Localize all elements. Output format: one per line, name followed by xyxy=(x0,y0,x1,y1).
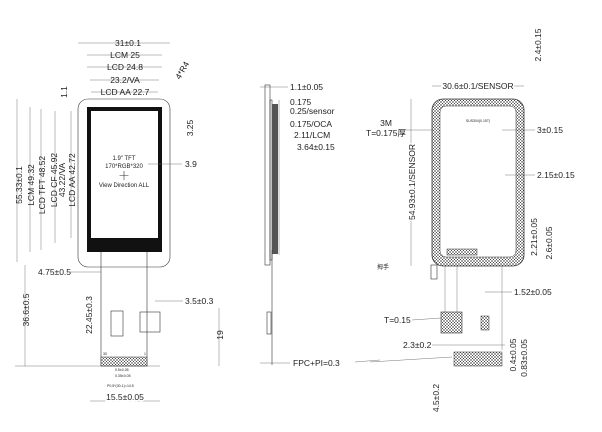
dim-width-lcm: LCM 25 xyxy=(110,50,140,60)
dim-fpc-width: 15.5±0.05 xyxy=(106,392,144,402)
tape-brand: 3M xyxy=(380,118,392,128)
pin-first: 30 xyxy=(103,352,107,356)
lcm-layer xyxy=(272,104,278,254)
view-direction: View Direction ALL xyxy=(99,183,150,189)
front-view: 31±0.1 LCM 25 LCD 24.8 23.2/VA LCD AA 22… xyxy=(14,38,225,404)
dim-height-aa: LCD AA 42.72 xyxy=(67,153,77,207)
dim-pad-b: 0.83±0.05 xyxy=(519,339,529,377)
active-area xyxy=(91,111,158,238)
fpc-thickness: FPC+PI=0.3 xyxy=(293,358,340,368)
dim-top-offset: 2.4±0.15 xyxy=(533,28,543,61)
panel-resolution: 170*RGB*320 xyxy=(105,164,143,170)
tape-thickness: T=0.175厚 xyxy=(366,128,406,138)
dim-tab-offset: 1.52±0.05 xyxy=(514,287,552,297)
dim-height-tft: LCD TFT 48.52 xyxy=(37,156,47,215)
dim-tail-length: 4.5±0.2 xyxy=(431,384,441,413)
pitch-b: 0.35±0.05 xyxy=(115,374,131,378)
cover-glass xyxy=(264,84,271,266)
stiffener-thickness: T=0.15 xyxy=(384,315,411,325)
dim-height-va: 43.22/VA xyxy=(57,163,67,198)
dim-stiffener-offset: 3.5±0.3 xyxy=(185,296,214,306)
dim-top-offset: 1.1 xyxy=(59,86,69,98)
stiffener xyxy=(139,311,161,333)
layer-5: 2.11/LCM xyxy=(294,130,330,140)
dim-width-lcd: LCD 24.8 xyxy=(107,62,143,72)
steel-plate xyxy=(439,105,517,258)
dim-inner-margin: 2.15±0.15 xyxy=(537,170,575,180)
dim-width-aa: LCD AA 22.7 xyxy=(101,87,150,97)
fpc-gold-fingers xyxy=(100,356,148,367)
dim-fpc-left: 4.75±0.5 xyxy=(38,267,71,277)
layer-1: 1.1±0.05 xyxy=(290,82,323,92)
back-view: 30.6±0.1/SENSOR 2.4±0.15 3M T=0.175厚 SUS… xyxy=(366,28,575,412)
dim-conn-offset: 2.3±0.2 xyxy=(403,340,432,350)
dim-stiffener-height: 19 xyxy=(215,330,225,340)
dim-edge-margin: 3±0.15 xyxy=(537,125,563,135)
back-gold-fingers xyxy=(453,351,503,367)
dim-width-outline: 31±0.1 xyxy=(115,38,141,48)
fpc-connector xyxy=(110,310,124,337)
dim-height-lcm: LCM 49.32 xyxy=(26,164,36,206)
dim-pad-a: 0.4±0.05 xyxy=(508,338,518,371)
dim-bottom-a: 2.21±0.05 xyxy=(529,218,539,256)
pin-last: 1 xyxy=(144,352,146,356)
pitch-a: 0.5±0.05 xyxy=(115,368,129,372)
pull-tab-label: 拇手 xyxy=(377,263,389,271)
layer-2: 0.175 xyxy=(290,97,312,107)
layer-4: 0.175/OCA xyxy=(290,119,332,129)
fpc-outline xyxy=(100,252,148,367)
layer-3: 0.25/sensor xyxy=(290,106,335,116)
pull-tab xyxy=(430,264,438,280)
center-cross-icon xyxy=(119,171,129,180)
module-outline xyxy=(77,98,171,268)
dim-height-cf: LCD CF 45.92 xyxy=(49,153,59,208)
back-stiffener xyxy=(440,311,463,334)
panel-size: 1.9" TFT xyxy=(112,156,135,162)
dim-height-outline: 55.33±0.1 xyxy=(14,166,24,204)
dim-right-top: 3.25 xyxy=(185,119,195,136)
dim-tail-total: 36.6±0.5 xyxy=(21,293,31,326)
dim-right-side: 3.9 xyxy=(185,159,197,169)
dim-width-va: 23.2/VA xyxy=(110,75,140,85)
side-view: 1.1±0.05 0.175 0.25/sensor 0.175/OCA 2.1… xyxy=(260,82,381,368)
layer-6: 3.64±0.15 xyxy=(297,142,335,152)
dim-bottom-b: 2.6±0.05 xyxy=(544,226,554,259)
pitch-total: P0.5*(30-1)=14.5 xyxy=(107,384,134,388)
plate-label: SUS304(0.15T) xyxy=(466,119,490,123)
corner-radius-label: 4*R4 xyxy=(173,59,191,81)
dim-sensor-width: 30.6±0.1/SENSOR xyxy=(442,81,513,91)
dim-sensor-height: 54.93±0.1/SENSOR xyxy=(407,144,417,220)
dim-fpc-length: 22.45±0.3 xyxy=(84,296,94,334)
